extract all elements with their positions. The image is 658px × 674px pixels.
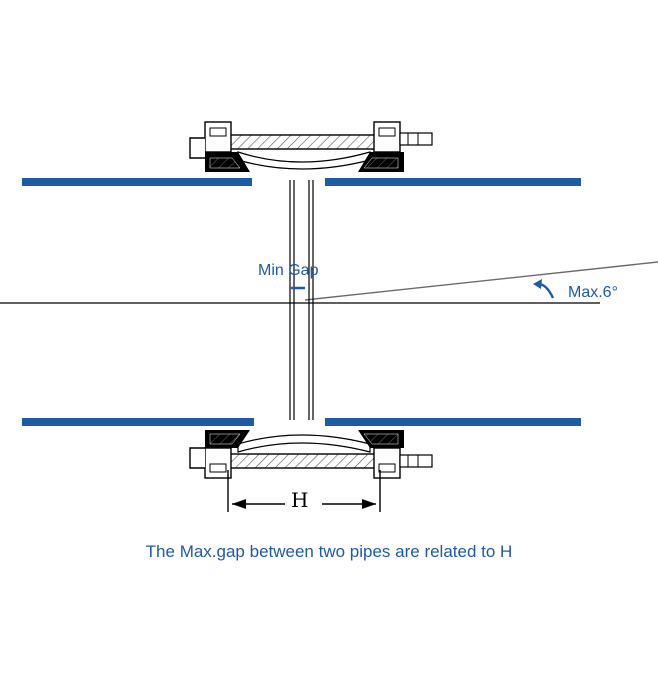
pipe-wall-bottom-left [22,418,254,426]
deflection-line [304,261,658,301]
curved-arrow-icon [533,279,555,299]
max-angle-label: Max.6° [568,284,618,301]
dimension-h [227,470,381,512]
pipe-ends [289,180,314,420]
dimension-h-label: H [291,488,309,512]
coupling-top [189,121,433,172]
pipe-wall-bottom-right [325,418,581,426]
caption: The Max.gap between two pipes are relate… [145,542,513,561]
min-gap-label: Min Gap [258,262,319,279]
pipe-wall-top-right [325,178,581,186]
coupling-bottom [189,430,433,479]
pipe-wall-top-left [22,178,252,186]
